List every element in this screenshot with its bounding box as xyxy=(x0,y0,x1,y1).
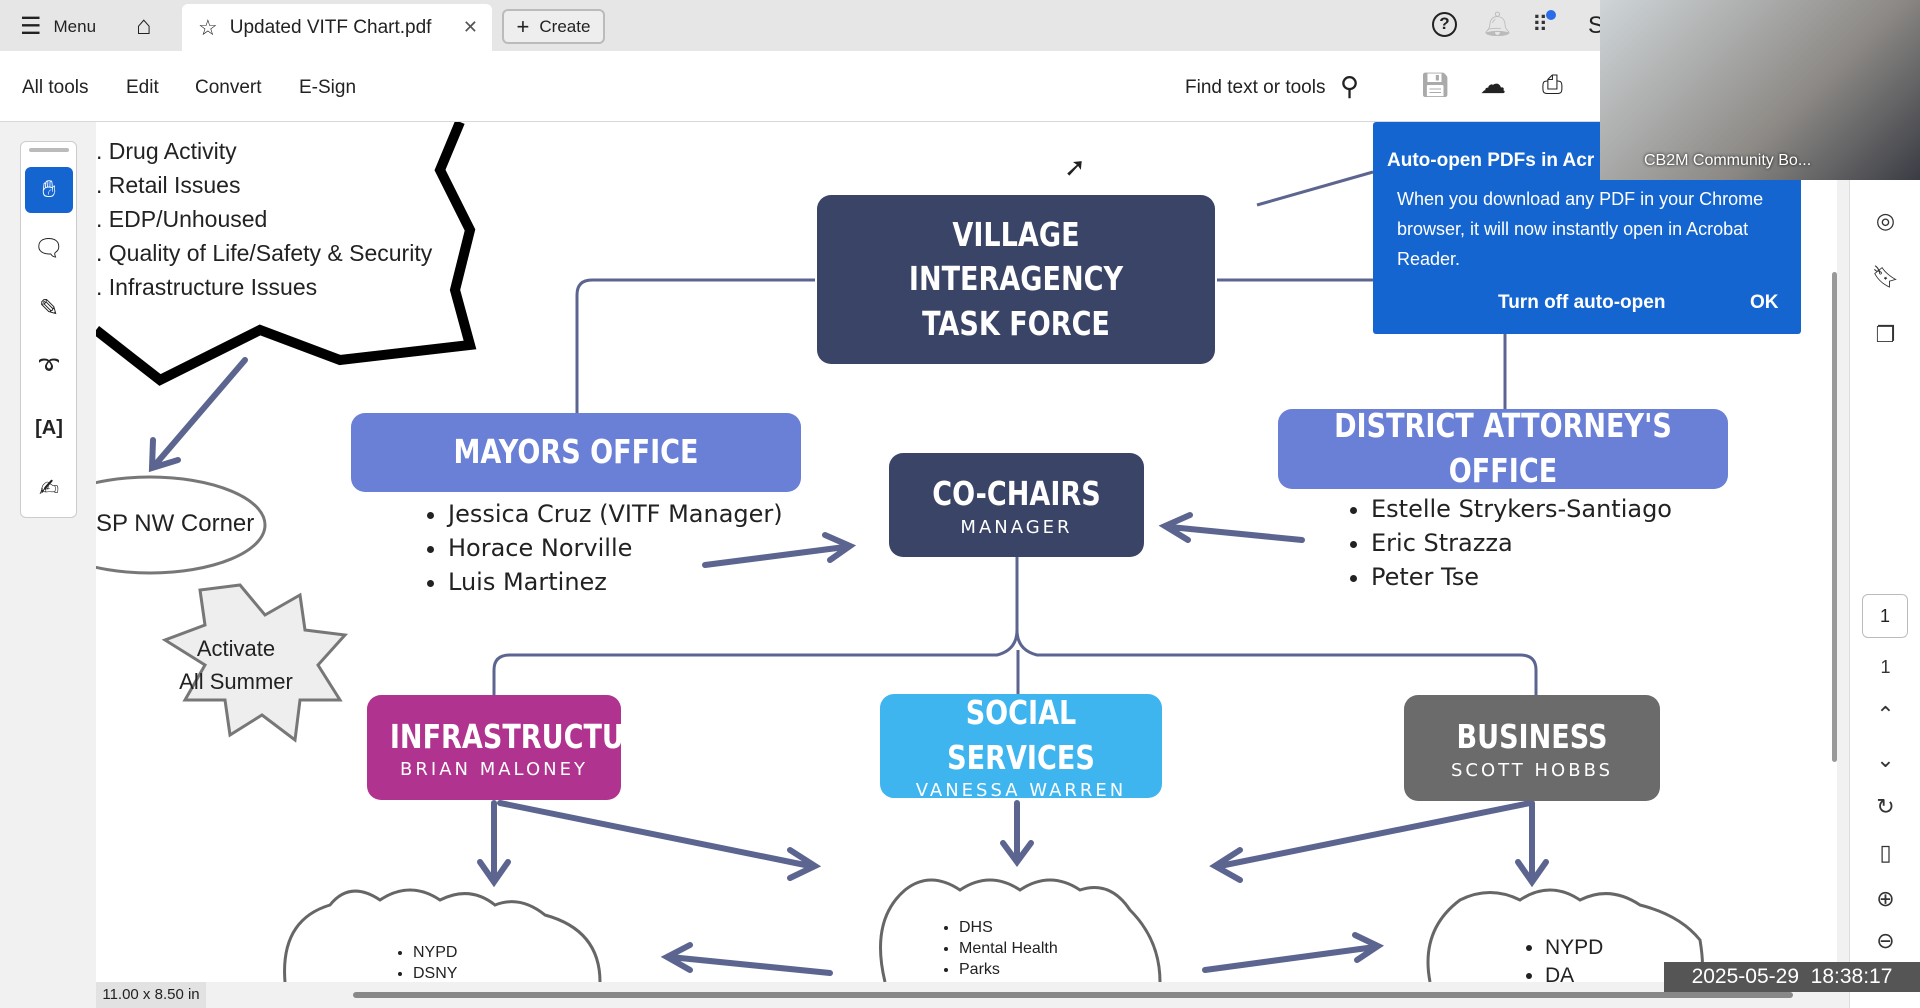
video-overlay[interactable]: CB2M Community Bo... xyxy=(1600,0,1920,180)
comment-icon[interactable]: 🗨︎ xyxy=(33,234,65,262)
menu-all-tools[interactable]: All tools xyxy=(22,77,89,98)
arrow xyxy=(1202,932,1385,973)
lasso-icon[interactable]: ➰︎ xyxy=(39,354,59,381)
ok-button[interactable]: OK xyxy=(1750,292,1779,313)
menu-button[interactable]: ☰Menu xyxy=(20,13,97,40)
turn-off-auto-open-button[interactable]: Turn off auto-open xyxy=(1498,292,1666,313)
save-icon[interactable]: 💾︎ xyxy=(1420,72,1451,99)
connector-line xyxy=(575,278,815,413)
connector-line xyxy=(1015,629,1538,695)
issues-list: . Drug Activity. Retail Issues. EDP/Unho… xyxy=(96,138,433,300)
fit-page-icon[interactable]: ▯ xyxy=(1879,840,1892,865)
diagram-connectors xyxy=(96,122,1704,982)
da-office-box: DISTRICT ATTORNEY'S OFFICE xyxy=(1278,406,1728,490)
mayors-office-box: MAYORS OFFICE xyxy=(351,413,801,492)
zoom-in-icon[interactable]: ⊕ xyxy=(1876,886,1895,911)
status-bar: 11.00 x 8.50 in xyxy=(96,982,1837,1008)
comments-panel-icon[interactable]: ◎ xyxy=(1875,208,1896,233)
page-total: 1 xyxy=(1880,657,1891,677)
text-select-icon[interactable]: [A] xyxy=(35,416,63,439)
horizontal-scrollbar[interactable] xyxy=(353,992,1793,998)
arrow xyxy=(702,532,857,568)
highlight-pen-icon[interactable]: ✎ xyxy=(38,294,60,322)
speech-burst-outline xyxy=(96,122,477,386)
create-button[interactable]: +Create xyxy=(502,9,605,44)
arrow xyxy=(1158,512,1305,543)
arrow xyxy=(148,357,248,473)
arrow xyxy=(660,942,833,976)
connector-line xyxy=(492,557,1019,695)
vertical-scrollbar[interactable] xyxy=(1832,272,1837,762)
burst-label: Activate All Summer xyxy=(179,636,293,694)
cloud-shape xyxy=(283,888,602,982)
timestamp-overlay: 2025-05-29 18:38:17 xyxy=(1664,962,1920,992)
bell-icon[interactable]: 🔔︎ xyxy=(1482,11,1513,38)
infrastructure-cloud-list: NYPDDSNY xyxy=(393,942,457,982)
star-icon[interactable]: ☆ xyxy=(198,14,218,40)
starburst xyxy=(161,583,349,743)
close-tab-icon[interactable]: ✕ xyxy=(462,17,478,37)
rotate-icon[interactable]: ↻ xyxy=(1876,794,1895,819)
location-ellipse xyxy=(96,475,267,575)
help-icon[interactable]: ? xyxy=(1432,12,1457,37)
social-cloud-list: DHSMental HealthParks xyxy=(939,917,1058,980)
popup-body: When you download any PDF in your Chrome… xyxy=(1397,189,1764,269)
location-label: SP NW Corner xyxy=(96,510,255,537)
business-cloud-list: NYPDDA xyxy=(1519,934,1603,982)
page-number-input[interactable]: 1 xyxy=(1862,594,1908,638)
bookmarks-icon[interactable]: 🔖︎ xyxy=(1871,264,1900,289)
pages-icon[interactable]: ❐ xyxy=(1875,322,1896,347)
hamburger-icon: ☰ xyxy=(20,13,42,40)
hand-tool-icon[interactable]: ✋︎ xyxy=(25,167,73,213)
connector-line xyxy=(1256,170,1374,207)
apps-grid-icon[interactable]: ⠿ xyxy=(1532,10,1556,38)
home-icon[interactable]: ⌂ xyxy=(136,10,152,40)
pdf-page: . Drug Activity. Retail Issues. EDP/Unho… xyxy=(96,122,1837,982)
cloud-shape xyxy=(879,878,1162,982)
zoom-out-icon[interactable]: ⊖ xyxy=(1876,928,1895,953)
print-icon[interactable]: ⎙ xyxy=(1542,69,1563,99)
mayors-names: Jessica Cruz (VITF Manager)Horace Norvil… xyxy=(418,497,783,599)
find-text-button[interactable]: Find text or tools xyxy=(1185,77,1326,98)
mouse-cursor-icon: ➚ xyxy=(1064,152,1086,182)
popup-title: Auto-open PDFs in Acr xyxy=(1387,150,1595,171)
plus-icon: + xyxy=(516,13,530,39)
left-tool-panel: ✋︎ 🗨︎ ✎ ➰︎ [A] ✍︎ xyxy=(20,141,77,518)
menu-edit[interactable]: Edit xyxy=(126,77,159,98)
tab-document[interactable]: ☆Updated VITF Chart.pdf ✕ xyxy=(182,4,492,51)
menu-convert[interactable]: Convert xyxy=(195,77,262,98)
menu-esign[interactable]: E-Sign xyxy=(299,77,357,98)
da-names: Estelle Strykers-SantiagoEric StrazzaPet… xyxy=(1341,492,1672,594)
arrow xyxy=(477,800,511,888)
arrow xyxy=(1515,800,1549,888)
video-caption: CB2M Community Bo... xyxy=(1644,152,1812,169)
notification-dot xyxy=(1546,10,1556,20)
arrow xyxy=(1000,800,1034,868)
page-up-icon[interactable]: ⌃ xyxy=(1876,702,1895,727)
page-size-label: 11.00 x 8.50 in xyxy=(96,982,206,1008)
right-rail: ◎ 🔖︎ ❐ 1 1 ⌃ ⌄ ↻ ▯ ⊕ ⊖ xyxy=(1832,122,1920,1008)
upload-cloud-icon[interactable]: ☁ xyxy=(1480,69,1506,99)
search-icon[interactable]: ⚲ xyxy=(1340,71,1360,101)
arrow xyxy=(497,800,822,881)
panel-drag-handle[interactable] xyxy=(29,148,69,152)
sign-icon[interactable]: ✍︎ xyxy=(38,474,60,502)
arrow xyxy=(1209,800,1533,883)
cloud-shape xyxy=(1426,888,1704,982)
page-down-icon[interactable]: ⌄ xyxy=(1876,747,1895,772)
